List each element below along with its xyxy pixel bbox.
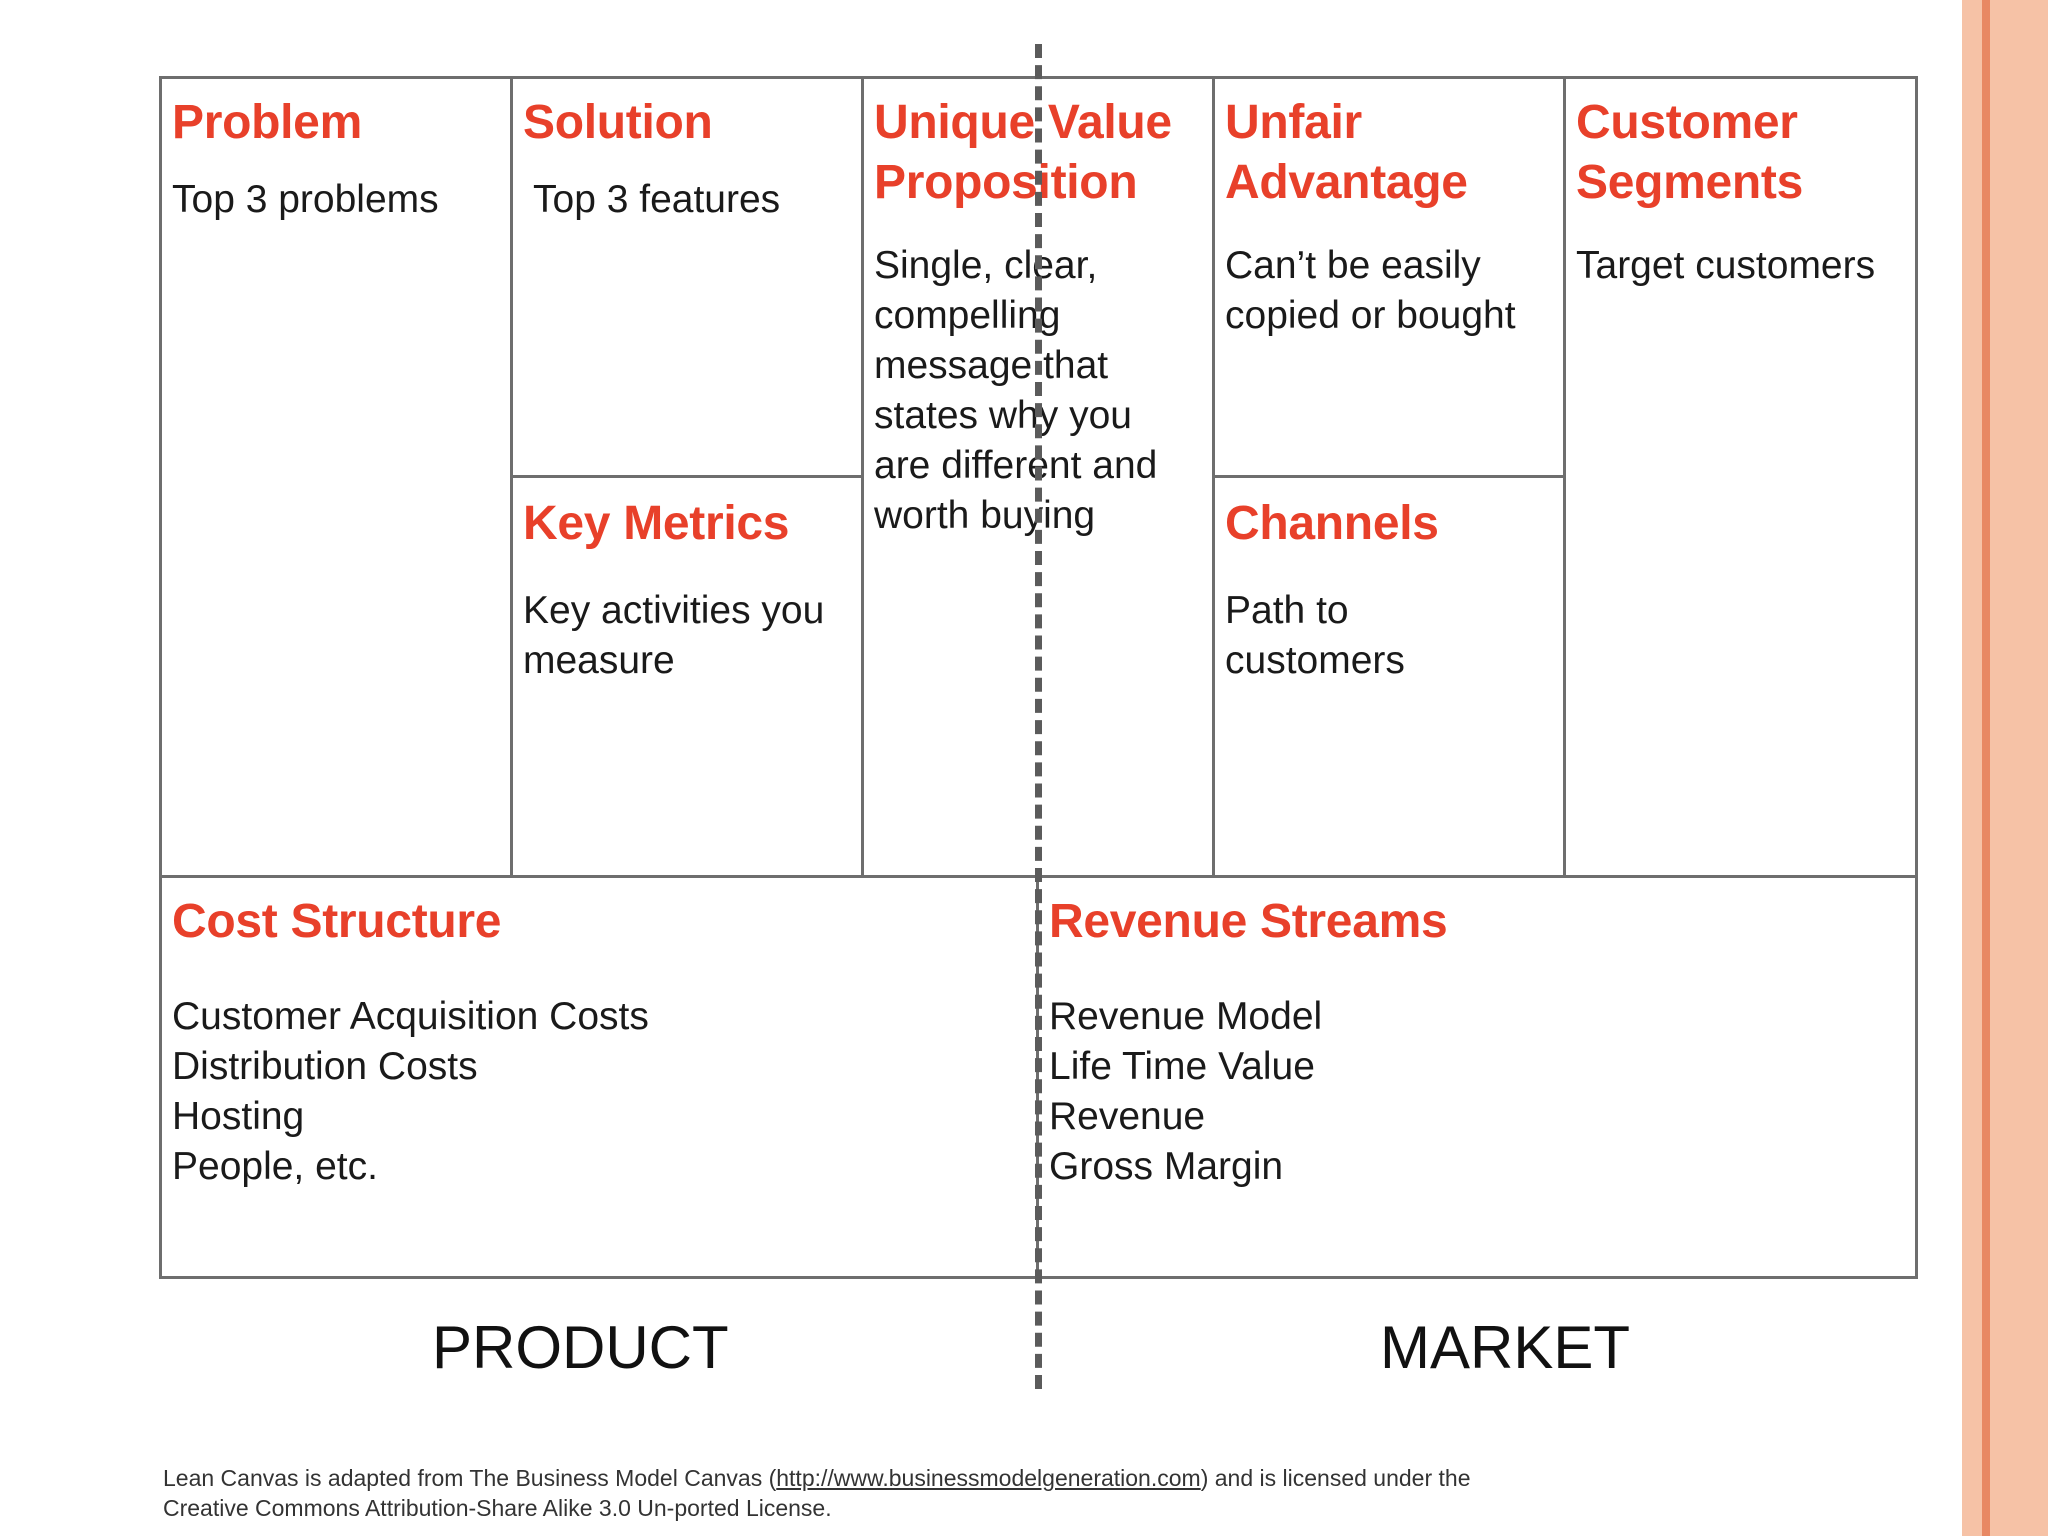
channels-title: Channels [1225,497,1439,550]
problem-title: Problem [172,96,362,149]
revenue-streams-body: Revenue Model Life Time Value Revenue Gr… [1049,995,1323,1188]
unfair-advantage-cell: Unfair Advantage Can’t be easily copied … [1212,76,1566,478]
solution-body: Top 3 features [533,178,781,221]
footnote-line-2: Creative Commons Attribution-Share Alike… [163,1495,832,1521]
customer-segments-title: Customer Segments [1576,96,1804,209]
cost-structure-cell: Cost Structure Customer Acquisition Cost… [159,875,1039,1279]
key-metrics-title: Key Metrics [523,497,790,550]
unfair-advantage-title: Unfair Advantage [1225,96,1468,209]
unfair-advantage-body: Can’t be easily copied or bought [1225,244,1516,337]
business-model-generation-link[interactable]: http://www.businessmodelgeneration.com [776,1465,1201,1491]
customer-segments-body: Target customers [1576,244,1876,287]
problem-body: Top 3 problems [172,178,439,221]
cost-structure-title: Cost Structure [172,895,502,948]
channels-body: Path to customers [1225,589,1405,682]
channels-cell: Channels Path to customers [1212,475,1566,878]
key-metrics-cell: Key Metrics Key activities you measure [510,475,864,878]
license-footnote: Lean Canvas is adapted from The Business… [163,1463,1663,1523]
frame-stripe-dark [1982,0,1990,1536]
problem-cell: Problem Top 3 problems [159,76,513,878]
product-market-divider [1035,44,1042,1389]
market-label: MARKET [1380,1314,1631,1381]
uvp-title: Unique Value Proposition [874,96,1172,209]
footnote-text-after: ) and is licensed under the [1200,1465,1471,1491]
key-metrics-body: Key activities you measure [523,589,825,682]
product-label: PRODUCT [432,1314,729,1381]
solution-title: Solution [523,96,713,149]
revenue-streams-cell: Revenue Streams Revenue Model Life Time … [1036,875,1918,1279]
solution-cell: Solution Top 3 features [510,76,864,478]
revenue-streams-title: Revenue Streams [1049,895,1448,948]
frame-stripe-light [1962,0,1982,1536]
customer-segments-cell: Customer Segments Target customers [1563,76,1918,878]
cost-structure-body: Customer Acquisition Costs Distribution … [172,995,649,1188]
frame-stripe-outer [1990,0,2048,1536]
footnote-text-before: Lean Canvas is adapted from The Business… [163,1465,777,1491]
